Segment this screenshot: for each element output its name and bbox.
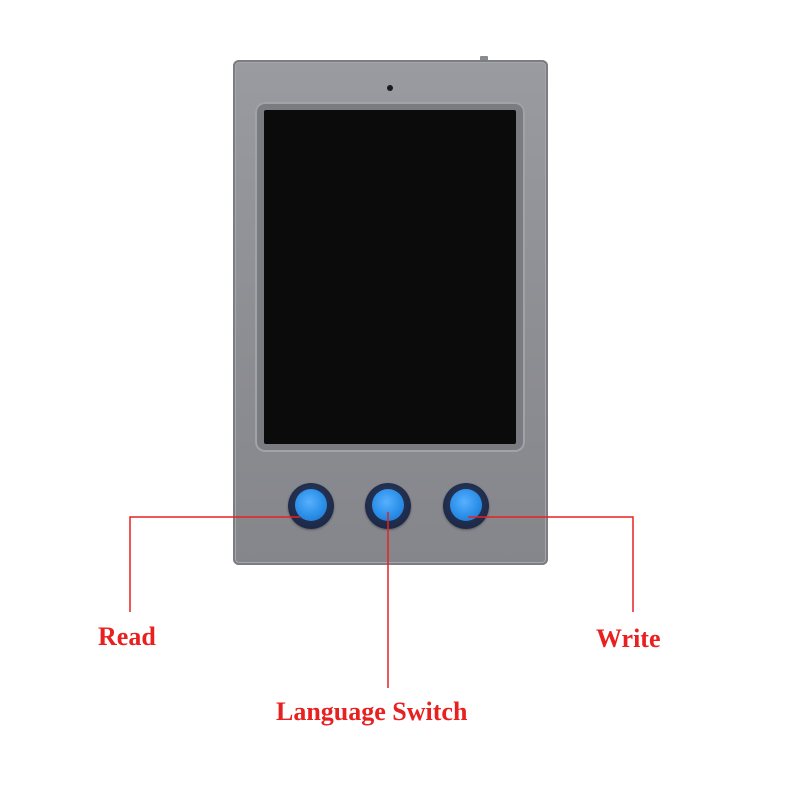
write-button[interactable] <box>443 483 489 529</box>
screen-bezel <box>255 102 525 452</box>
language-switch-button[interactable] <box>365 483 411 529</box>
language-switch-label: Language Switch <box>276 697 468 726</box>
language-switch-button-cap <box>372 489 404 521</box>
write-button-cap <box>450 489 482 521</box>
display-screen <box>264 110 516 444</box>
read-button-cap <box>295 489 327 521</box>
side-key <box>480 56 488 60</box>
write-label: Write <box>596 624 661 653</box>
camera-dot <box>387 85 393 91</box>
read-button[interactable] <box>288 483 334 529</box>
read-label: Read <box>98 622 156 651</box>
device-body <box>233 60 548 565</box>
